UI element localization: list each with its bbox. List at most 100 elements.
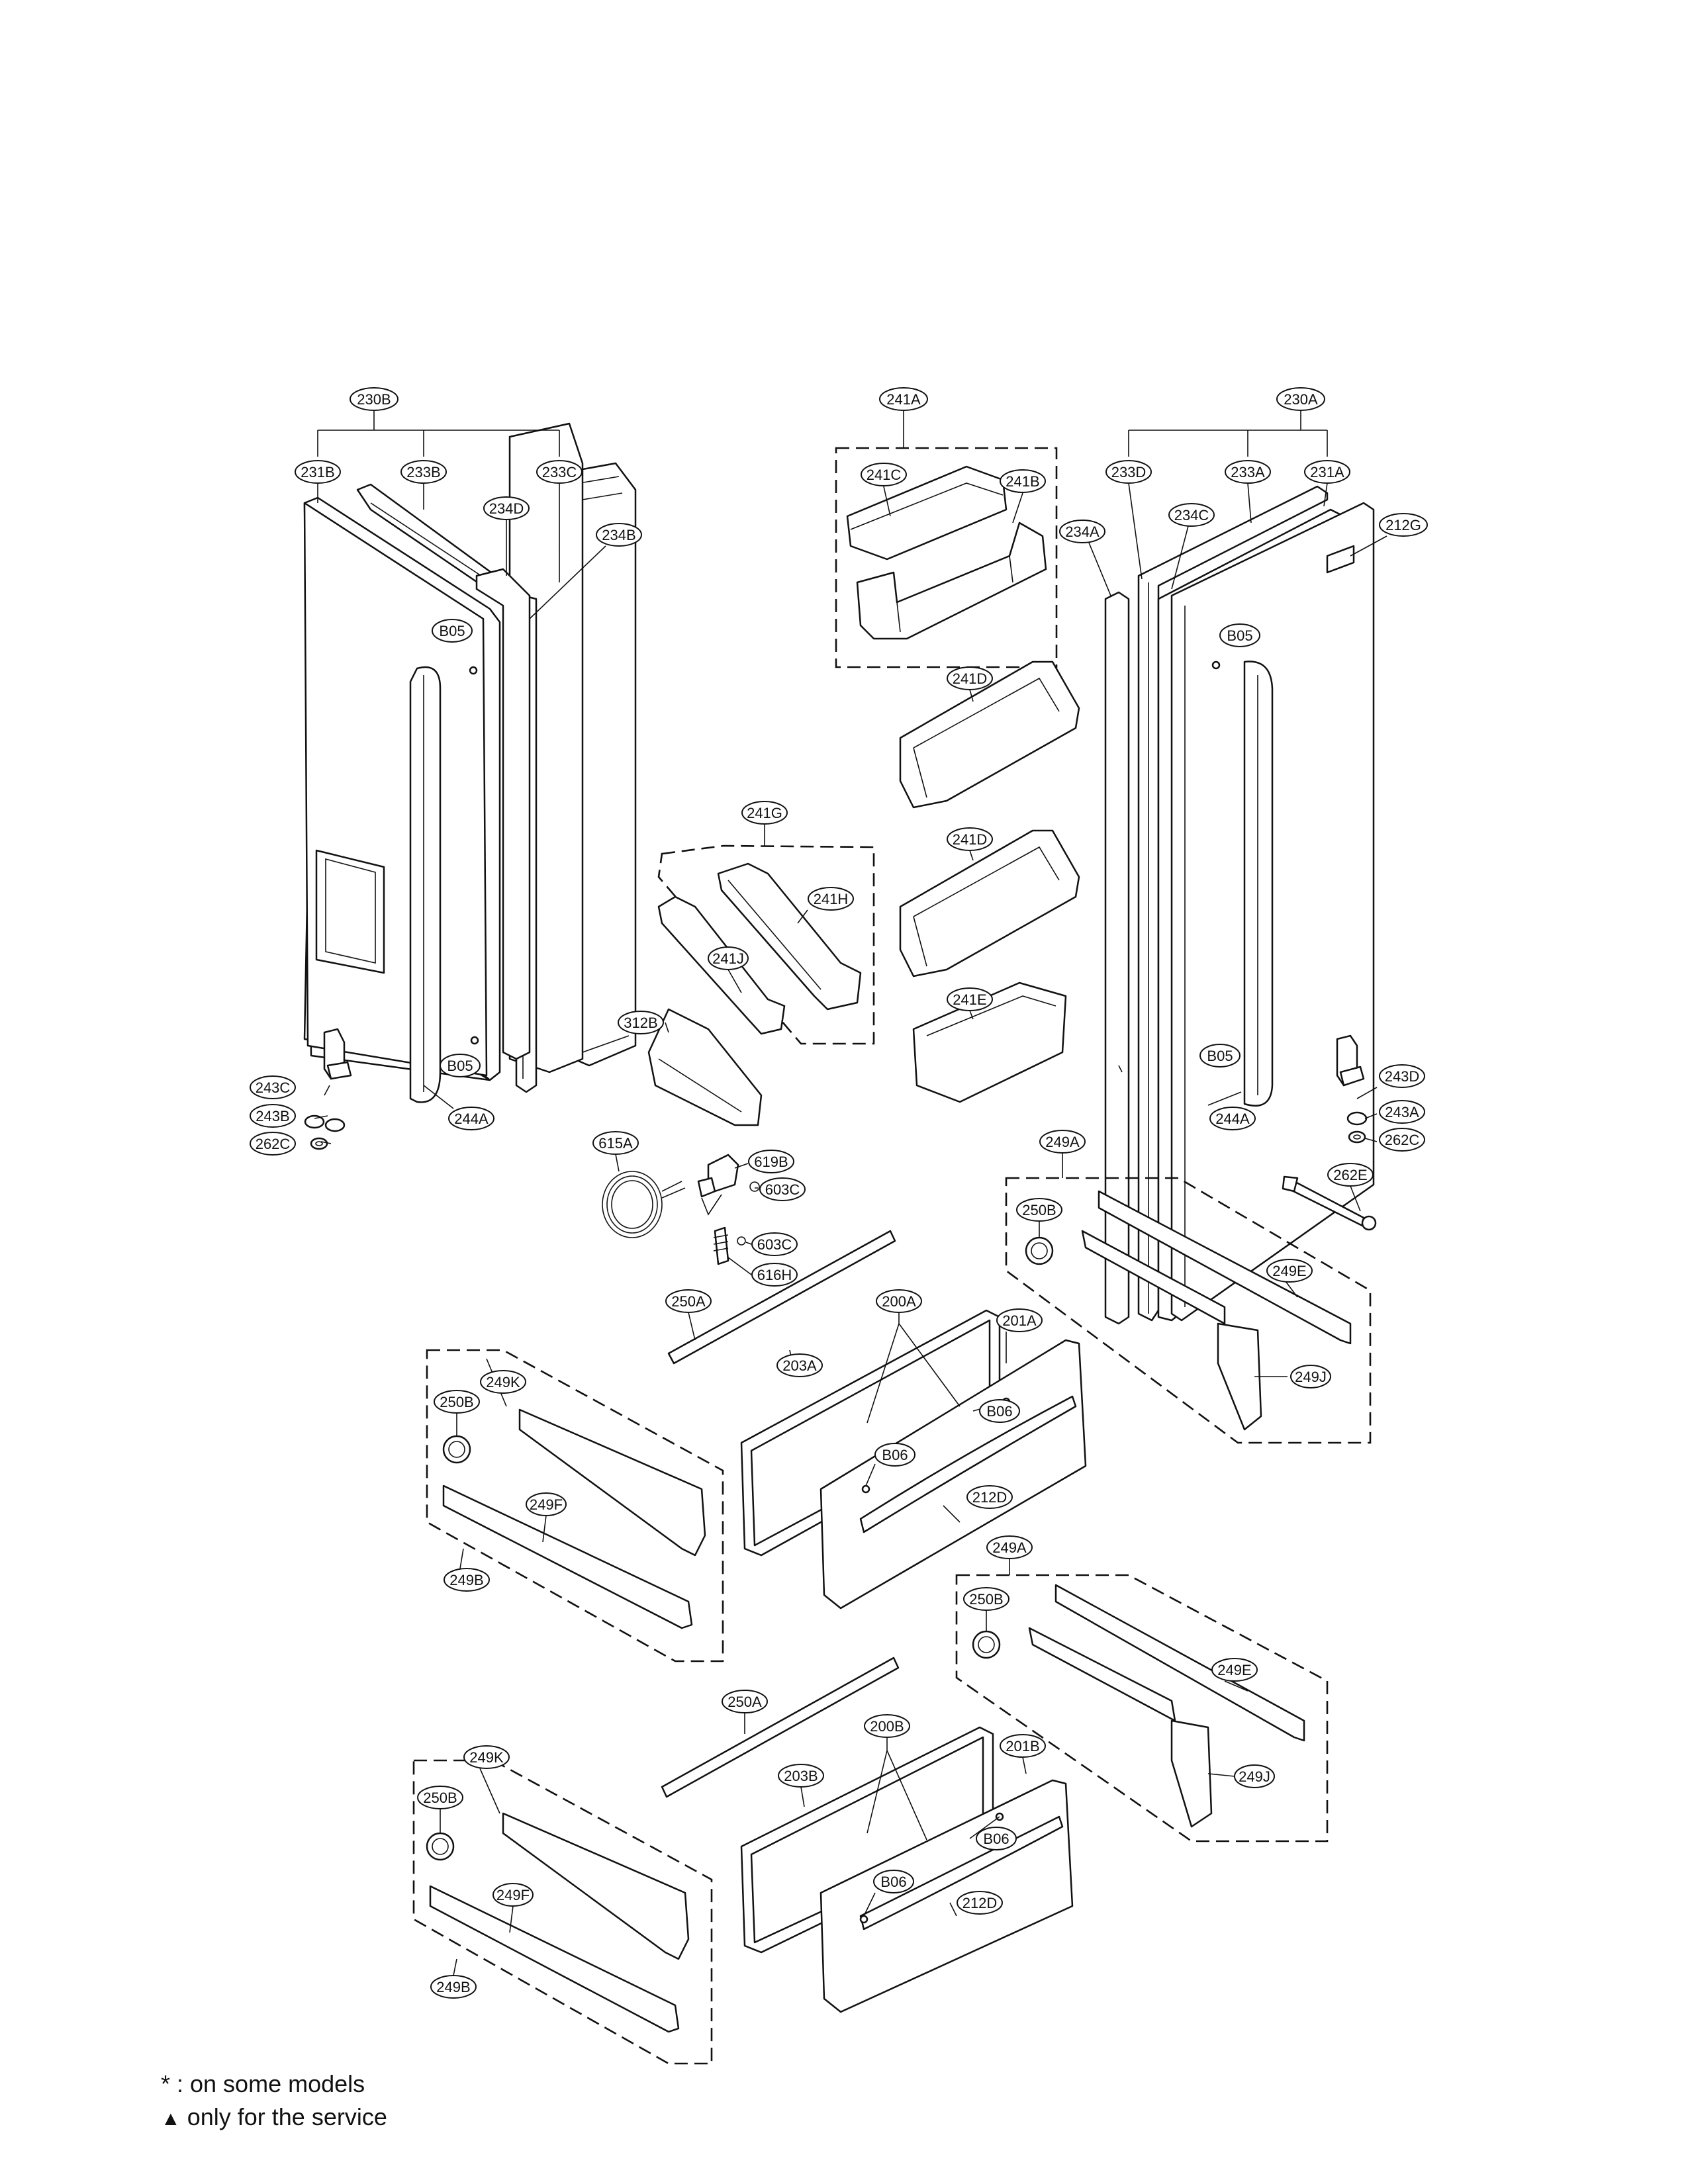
svg-text:603C: 603C xyxy=(757,1236,792,1253)
svg-text:249A: 249A xyxy=(992,1539,1027,1556)
svg-text:200A: 200A xyxy=(882,1293,916,1310)
label-233D: 233D xyxy=(1105,460,1152,484)
label-249F-lower: 249F xyxy=(492,1883,534,1907)
svg-text:233D: 233D xyxy=(1111,464,1147,480)
label-230A: 230A xyxy=(1276,387,1325,411)
svg-text:250B: 250B xyxy=(423,1790,457,1806)
label-250A-upper: 250A xyxy=(665,1289,712,1313)
svg-text:249J: 249J xyxy=(1239,1768,1270,1785)
label-241J: 241J xyxy=(708,946,749,970)
svg-text:262C: 262C xyxy=(256,1136,291,1152)
svg-text:B06: B06 xyxy=(986,1403,1012,1420)
svg-text:B05: B05 xyxy=(447,1058,473,1074)
svg-text:241D: 241D xyxy=(953,831,988,848)
svg-text:212D: 212D xyxy=(962,1895,998,1911)
label-262C-left: 262C xyxy=(250,1132,296,1156)
svg-text:212D: 212D xyxy=(972,1489,1008,1506)
water-line-parts xyxy=(602,1154,760,1265)
svg-text:201B: 201B xyxy=(1006,1738,1039,1754)
rail-group-upper-left xyxy=(426,1349,724,1662)
leader-lines xyxy=(314,409,1387,1976)
label-212G: 212G xyxy=(1379,513,1428,537)
svg-text:262C: 262C xyxy=(1385,1132,1420,1148)
label-250B-upper-right: 250B xyxy=(1016,1198,1062,1222)
label-241B: 241B xyxy=(1000,469,1046,493)
svg-text:243C: 243C xyxy=(256,1079,291,1096)
svg-text:231B: 231B xyxy=(301,464,334,480)
label-241D-upper: 241D xyxy=(947,666,993,690)
rail-group-lower-left xyxy=(412,1759,713,2065)
label-249J-lower: 249J xyxy=(1234,1764,1275,1788)
upper-drawer xyxy=(667,1230,1087,1610)
label-201B: 201B xyxy=(1000,1734,1046,1758)
svg-text:241E: 241E xyxy=(953,991,986,1008)
label-249B-lower: 249B xyxy=(430,1975,477,1999)
label-231B: 231B xyxy=(295,460,341,484)
svg-text:233A: 233A xyxy=(1231,464,1265,480)
legend-asterisk-note: * : on some models xyxy=(161,2070,365,2097)
label-234A: 234A xyxy=(1059,520,1105,543)
rail-group-upper-right xyxy=(1005,1177,1372,1444)
svg-text:262E: 262E xyxy=(1333,1167,1367,1183)
label-250A-lower: 250A xyxy=(722,1690,768,1713)
left-door-assembly xyxy=(303,422,637,1103)
svg-text:249J: 249J xyxy=(1295,1369,1327,1385)
label-249A-lower: 249A xyxy=(986,1535,1033,1559)
part-labels: 230B 231B 233B 233C 234D 234B B05 B05 24… xyxy=(250,387,1428,1999)
svg-text:B05: B05 xyxy=(1207,1048,1233,1064)
svg-text:241G: 241G xyxy=(747,805,782,821)
left-hinge-parts xyxy=(304,1028,352,1150)
svg-text:250A: 250A xyxy=(671,1293,706,1310)
svg-text:243A: 243A xyxy=(1385,1104,1419,1120)
label-B06-lower-a: B06 xyxy=(976,1827,1017,1850)
svg-text:249F: 249F xyxy=(496,1887,530,1903)
label-603C-upper: 603C xyxy=(759,1177,806,1201)
label-243A: 243A xyxy=(1379,1100,1425,1124)
right-door-assembly xyxy=(1104,485,1375,1325)
label-200A: 200A xyxy=(876,1289,922,1313)
legend-service-text: only for the service xyxy=(187,2103,387,2130)
svg-text:234A: 234A xyxy=(1065,523,1100,540)
label-250B-lower-right: 250B xyxy=(963,1587,1009,1611)
label-234D: 234D xyxy=(483,496,530,520)
label-212D-upper: 212D xyxy=(966,1485,1013,1509)
svg-text:233C: 233C xyxy=(542,464,577,480)
svg-text:230B: 230B xyxy=(357,391,391,408)
legend-service-note: ▲ only for the service xyxy=(161,2103,387,2131)
rail-group-lower-right xyxy=(955,1574,1329,1843)
label-616H: 616H xyxy=(751,1263,798,1287)
svg-text:234D: 234D xyxy=(489,500,524,517)
triangle-icon: ▲ xyxy=(161,2108,181,2130)
label-234B: 234B xyxy=(596,523,642,547)
svg-text:249F: 249F xyxy=(530,1496,563,1513)
label-241G: 241G xyxy=(741,801,788,825)
svg-text:249B: 249B xyxy=(449,1572,483,1588)
svg-text:201A: 201A xyxy=(1002,1312,1037,1329)
svg-text:312B: 312B xyxy=(624,1015,657,1031)
svg-text:241B: 241B xyxy=(1006,473,1039,490)
svg-text:B05: B05 xyxy=(439,623,465,639)
label-244A-right: 244A xyxy=(1209,1107,1256,1130)
svg-text:241J: 241J xyxy=(712,950,744,967)
label-250B-upper-left: 250B xyxy=(434,1390,480,1414)
label-203A: 203A xyxy=(776,1353,823,1377)
svg-text:244A: 244A xyxy=(1215,1111,1250,1127)
label-249K-lower: 249K xyxy=(463,1745,510,1769)
label-249A-upper: 249A xyxy=(1039,1130,1086,1154)
svg-text:B06: B06 xyxy=(880,1874,906,1890)
label-619B: 619B xyxy=(748,1150,794,1173)
label-241H: 241H xyxy=(808,887,854,911)
label-212D-lower: 212D xyxy=(957,1891,1003,1915)
svg-text:B06: B06 xyxy=(882,1447,908,1463)
label-233A: 233A xyxy=(1225,460,1271,484)
svg-text:241D: 241D xyxy=(953,670,988,687)
label-203B: 203B xyxy=(778,1764,824,1788)
svg-text:231A: 231A xyxy=(1310,464,1344,480)
label-603C-lower: 603C xyxy=(751,1232,798,1256)
svg-text:619B: 619B xyxy=(754,1154,788,1170)
label-249K-upper: 249K xyxy=(480,1370,526,1394)
svg-text:249K: 249K xyxy=(486,1374,520,1390)
label-615A: 615A xyxy=(592,1131,639,1155)
label-243D: 243D xyxy=(1379,1064,1425,1088)
label-233B: 233B xyxy=(400,460,447,484)
